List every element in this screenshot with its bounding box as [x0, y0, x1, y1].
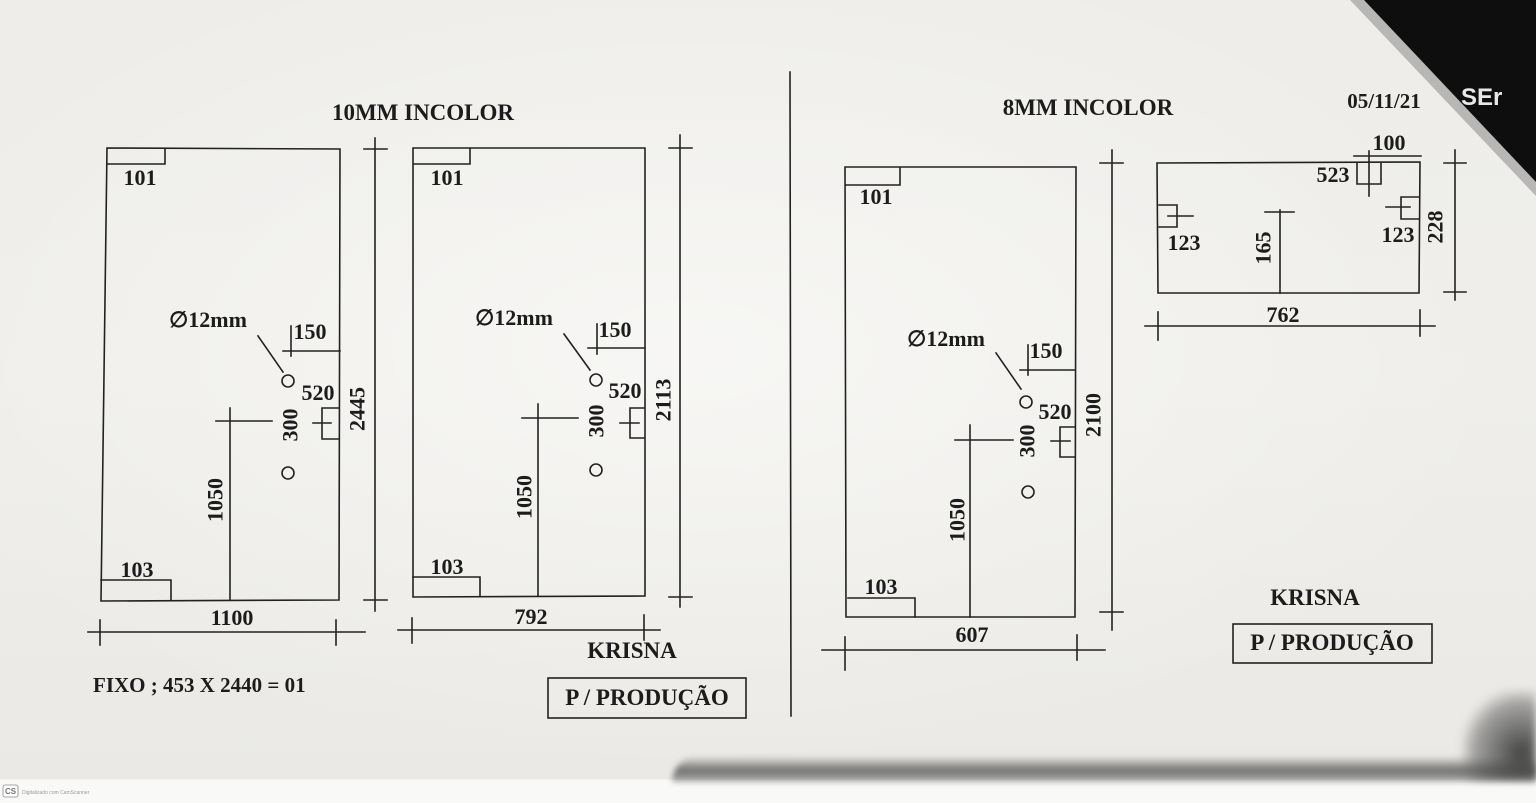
panel-d-100-label: 100: [1373, 130, 1406, 155]
panel-d: 100 523 123 123 165 228 762: [1144, 130, 1467, 341]
panel-b-outline: [412, 147, 646, 598]
panel-c-150-label: 150: [1030, 338, 1063, 363]
right-stamp-box: [1232, 623, 1433, 664]
panel-c-300-label: 300: [1015, 425, 1040, 458]
right-sheet-title: 8MM INCOLOR: [1003, 95, 1174, 120]
panel-a-top-corner-mark: [106, 148, 166, 165]
right-production-stamp: P / PRODUÇÃO: [1232, 623, 1433, 664]
panel-d-width-label: 762: [1267, 302, 1300, 327]
panel-a-corner-top-label: 101: [124, 165, 157, 190]
date-label: 05/11/21: [1347, 89, 1421, 113]
panel-c-outline: [844, 166, 1077, 618]
panel-c-520-label: 520: [1039, 399, 1072, 424]
panel-d-height-label: 228: [1423, 211, 1448, 244]
panel-b-hole-leader: [562, 332, 592, 372]
panel-b-150-label: 150: [599, 317, 632, 342]
panel-b-corner-bottom-label: 103: [431, 554, 464, 579]
camscanner-logo-text: CS: [5, 787, 17, 796]
left-sheet-title: 10MM INCOLOR: [332, 100, 514, 125]
panel-a-1050-label: 1050: [203, 478, 228, 522]
left-production-stamp: P / PRODUÇÃO: [547, 677, 747, 719]
panel-a-300-label: 300: [278, 409, 303, 442]
panel-d-523-label: 523: [1317, 162, 1350, 187]
panel-c-hole-diameter-label: ∅12mm: [907, 326, 985, 351]
panel-a-bottom-corner-mark: [100, 579, 172, 601]
panel-a-hole-upper: [281, 374, 295, 388]
paper-shading: [0, 0, 1536, 780]
right-client-name: KRISNA: [1270, 585, 1360, 610]
panel-a-150-label: 150: [294, 319, 327, 344]
panel-c-top-corner-mark: [845, 167, 901, 186]
camscanner-caption: Digitalizado com CamScanner: [22, 790, 90, 796]
panel-a-corner-bottom-label: 103: [121, 557, 154, 582]
panel-a-hole-leader: [256, 334, 285, 374]
camscanner-watermark: CS Digitalizado com CamScanner: [2, 784, 90, 798]
fixed-panel-note: FIXO ; 453 X 2440 = 01: [93, 673, 306, 697]
panel-c-corner-bottom-label: 103: [865, 574, 898, 599]
right-stamp-label: P / PRODUÇÃO: [1250, 630, 1414, 655]
panel-d-right-123-label: 123: [1382, 222, 1415, 247]
panel-a: 101 103 ∅12mm 150 520 300 1050 2445: [87, 137, 388, 646]
camscanner-logo-box: [2, 784, 19, 798]
corner-partial-text: SEr: [1461, 84, 1502, 111]
left-client-name: KRISNA: [587, 638, 677, 663]
panel-b-520-label: 520: [609, 378, 642, 403]
panel-d-outline: [1156, 161, 1421, 294]
panel-c-hole-leader: [994, 351, 1023, 391]
bottom-edge-shadow: [672, 756, 1536, 782]
panel-d-165-label: 165: [1251, 232, 1276, 265]
corner-dark-region: [1364, 0, 1536, 182]
panel-c-1050-label: 1050: [945, 498, 970, 542]
sheet-separator: [789, 71, 792, 717]
panel-d-left-123-label: 123: [1168, 230, 1201, 255]
panel-c-height-label: 2100: [1081, 393, 1106, 437]
panel-b: 101 103 ∅12mm 150 520 300 1050 2113: [397, 134, 693, 644]
panel-c-hole-upper: [1019, 395, 1033, 409]
panel-a-outline: [100, 147, 341, 602]
left-stamp-box: [547, 677, 747, 719]
panel-a-hole-diameter-label: ∅12mm: [169, 307, 247, 332]
panel-c: 101 103 ∅12mm 150 520 300 1050 2100: [821, 149, 1124, 671]
panel-b-300-label: 300: [584, 405, 609, 438]
bottom-right-shadow: [1462, 690, 1536, 780]
panel-d-right-mark: [1400, 196, 1420, 220]
panel-a-520-label: 520: [302, 380, 335, 405]
panel-b-corner-top-label: 101: [431, 165, 464, 190]
panel-b-height-label: 2113: [651, 379, 676, 422]
panel-b-top-corner-mark: [413, 148, 471, 165]
panel-a-height-label: 2445: [345, 387, 370, 431]
panel-c-520-mark: [1059, 426, 1076, 458]
left-stamp-label: P / PRODUÇÃO: [565, 685, 729, 710]
panel-b-width-label: 792: [515, 604, 548, 629]
panel-b-hole-upper: [589, 373, 603, 387]
panel-c-bottom-corner-mark: [847, 597, 916, 618]
corner-edge-gradient: [1350, 0, 1536, 196]
panel-b-hole-diameter-label: ∅12mm: [475, 305, 553, 330]
panel-c-corner-top-label: 101: [860, 184, 893, 209]
panel-a-width-label: 1100: [211, 605, 254, 630]
panel-c-width-label: 607: [956, 622, 989, 647]
panel-b-hole-lower: [589, 463, 603, 477]
panel-c-hole-lower: [1021, 485, 1035, 499]
panel-a-hole-lower: [281, 466, 295, 480]
panel-b-bottom-corner-mark: [412, 576, 481, 597]
panel-b-1050-label: 1050: [512, 475, 537, 519]
